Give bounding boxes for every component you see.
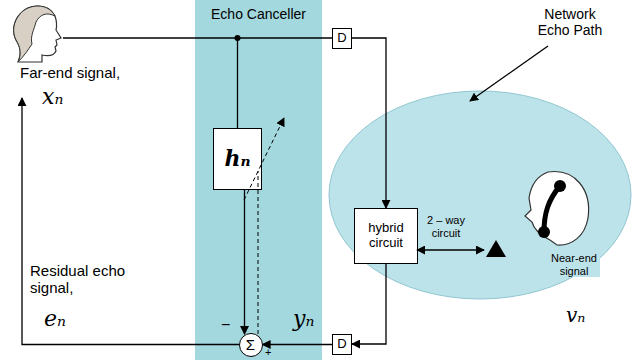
- delay-box: D: [332, 334, 352, 355]
- label-holder: Far-end signal,: [20, 64, 150, 81]
- signal-symbol: yₙ: [293, 306, 321, 331]
- hybrid-box-text: hybrid circuit: [355, 221, 417, 251]
- sign-label: −: [221, 316, 235, 334]
- hybrid-box: hybrid circuit: [354, 208, 418, 264]
- delay-box-text: D: [337, 31, 346, 46]
- signal-label: Near-end signal: [548, 252, 600, 277]
- far-end-head: [14, 6, 61, 62]
- filter-box: hₙ: [213, 128, 262, 190]
- sign-label: +: [265, 346, 277, 359]
- signal-label: Residual echo signal,: [30, 262, 140, 297]
- label-holder: eₙ: [44, 306, 84, 331]
- signal-label: Far-end signal,: [20, 64, 150, 81]
- far-end-hair: [14, 6, 55, 62]
- summing-junction: Σ: [239, 333, 263, 357]
- far-end-wire: [63, 37, 332, 38]
- summing-junction-text: Σ: [246, 336, 255, 353]
- label-holder: xₙ: [42, 84, 82, 109]
- signal-connector: [352, 38, 386, 208]
- circuit-label: 2 – way circuit: [418, 214, 474, 239]
- delay-box-text: D: [337, 337, 346, 352]
- signal-symbol: vₙ: [566, 304, 602, 327]
- filter-box-text: hₙ: [224, 146, 250, 171]
- filter-input-wire: [237, 38, 238, 128]
- signal-connector: [352, 264, 386, 344]
- delay-box: D: [332, 28, 352, 49]
- signal-connector: [263, 344, 333, 345]
- heading-holder: Network Echo Path: [528, 6, 612, 38]
- residual-output-wire: [22, 98, 239, 345]
- ellipse-shape: [329, 91, 631, 299]
- handset-earpiece: [554, 180, 566, 192]
- adaptation-dashed-line: [258, 171, 259, 334]
- signal-symbol: eₙ: [44, 306, 84, 331]
- adaptation-arrow: [244, 118, 284, 200]
- label-holder: −: [221, 316, 235, 334]
- canceller-band-text: Echo Canceller: [211, 6, 306, 22]
- handset: [544, 186, 560, 232]
- speaker-triangle: [486, 240, 506, 257]
- handset-mouthpiece: [538, 226, 550, 238]
- signal-symbol: xₙ: [42, 84, 82, 109]
- echo-path-region-text: Network Echo Path: [528, 6, 612, 38]
- label-holder: vₙ: [566, 304, 602, 327]
- label-holder: Residual echo signal,: [30, 262, 140, 297]
- near-end-head: [525, 172, 589, 246]
- signal-connector: [244, 190, 245, 334]
- two-way-line: [417, 249, 484, 250]
- label-holder: Near-end signal: [548, 252, 600, 277]
- label-holder: yₙ: [293, 306, 321, 331]
- leader-arrow: [470, 46, 548, 101]
- label-holder: 2 – way circuit: [418, 214, 474, 239]
- label-holder: +: [265, 346, 277, 359]
